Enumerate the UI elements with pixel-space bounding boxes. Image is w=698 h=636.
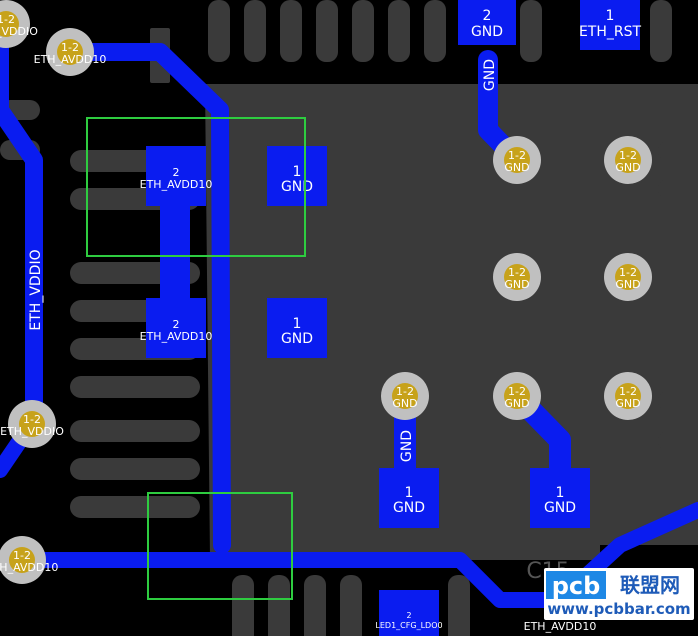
via-label: 1-2 xyxy=(619,385,637,398)
via-label: 1-2 xyxy=(619,266,637,279)
pad-c1a-2-num: 2 xyxy=(173,166,180,179)
pad-c1b-1-net: GND xyxy=(281,331,313,347)
via-hole xyxy=(392,383,418,409)
pad-c1a-1-num: 1 xyxy=(293,164,302,180)
pad-c2-1-num: 1 xyxy=(405,485,414,501)
via-net: GND xyxy=(504,397,529,410)
pad-c3-1-num: 1 xyxy=(556,485,565,501)
pad-c3-1-net: GND xyxy=(544,500,576,516)
via-net: GND xyxy=(615,161,640,174)
watermark: pcb 联盟网 www.pcbbar.com xyxy=(544,568,694,620)
watermark-brand-latin: pcb xyxy=(552,572,601,600)
vias: 1-2ETH_AVDD101-2ETH_VDDIO1-2GND1-2GND1-2… xyxy=(0,0,652,584)
via-label: 1-2 xyxy=(508,266,526,279)
silk-bottom xyxy=(147,492,293,600)
via-label: 1-2 xyxy=(61,41,79,54)
pad-c1a-1-net: GND xyxy=(281,179,313,195)
pad-c1a-2-net: ETH_AVDD10 xyxy=(140,178,213,191)
pad-c1b-2 xyxy=(146,298,206,358)
via-hole xyxy=(615,383,641,409)
via-hole xyxy=(57,39,83,65)
pad-c1b-1-num: 1 xyxy=(293,316,302,332)
via-net: GND xyxy=(392,397,417,410)
connector-fingers-bottom xyxy=(232,575,470,636)
pad-c1a-2 xyxy=(146,146,206,206)
via-net: GND xyxy=(615,278,640,291)
pad-c1a-1 xyxy=(267,146,327,206)
pad-c1b-1 xyxy=(267,298,327,358)
label-gnd-top: GND xyxy=(482,59,498,91)
via-label: 1-2 xyxy=(0,13,15,26)
via-hole xyxy=(615,147,641,173)
pad-led-num: 2 xyxy=(406,611,411,620)
connector-fingers-right xyxy=(658,140,698,452)
pad-c3-1 xyxy=(530,468,590,528)
via-label: 1-2 xyxy=(23,413,41,426)
copper-plane-main xyxy=(205,84,698,560)
via-label: 1-2 xyxy=(508,149,526,162)
label-eth-vddio-vertical: ETH_VDDIO xyxy=(28,249,44,330)
pad-eth-rst-net: ETH_RST xyxy=(579,24,642,40)
pad-c1b-2-num: 2 xyxy=(173,318,180,331)
via-net: ETH_VDDIO xyxy=(0,25,38,38)
silk-c1a xyxy=(86,117,306,257)
via-hole xyxy=(504,383,530,409)
via-hole xyxy=(0,11,19,37)
via-net: GND xyxy=(504,278,529,291)
via-hole xyxy=(19,411,45,437)
via-hole xyxy=(9,547,35,573)
via-net: ETH_VDDIO xyxy=(0,425,64,438)
via-hole xyxy=(504,147,530,173)
via-label: 1-2 xyxy=(396,385,414,398)
via-hole xyxy=(615,264,641,290)
watermark-url: www.pcbbar.com xyxy=(547,600,690,618)
label-eth-avdd10-bottom: ETH_AVDD10 xyxy=(524,620,597,633)
pad-c1b-2-net: ETH_AVDD10 xyxy=(140,330,213,343)
pad-eth-rst xyxy=(580,0,640,50)
via-net: GND xyxy=(615,397,640,410)
trace-eth-avdd10-bottom xyxy=(14,502,698,608)
pad-c2-1-net: GND xyxy=(393,500,425,516)
watermark-brand-cn: 联盟网 xyxy=(620,573,680,597)
pad-led xyxy=(379,590,439,636)
pad-led-net: LED1_CFG_LDO0 xyxy=(375,621,442,630)
via-hole xyxy=(504,264,530,290)
via-label: 1-2 xyxy=(13,549,31,562)
via-net: ETH_AVDD10 xyxy=(0,561,58,574)
via-net: GND xyxy=(504,161,529,174)
trace-eth-vddio-left xyxy=(0,21,43,429)
trace-eth-avdd10-main xyxy=(61,43,231,554)
pad-gnd-top-net: GND xyxy=(471,24,503,40)
pad-gnd-top-num: 2 xyxy=(483,8,492,24)
via-label: 1-2 xyxy=(508,385,526,398)
pad-eth-rst-num: 1 xyxy=(606,8,615,24)
pad-gnd-top xyxy=(458,0,516,45)
silkscreen xyxy=(86,117,306,600)
pad-c2-1 xyxy=(379,468,439,528)
label-gnd-mid: GND xyxy=(399,430,415,462)
via-net: ETH_AVDD10 xyxy=(34,53,107,66)
via-label: 1-2 xyxy=(619,149,637,162)
connector-fingers-top xyxy=(150,0,672,83)
